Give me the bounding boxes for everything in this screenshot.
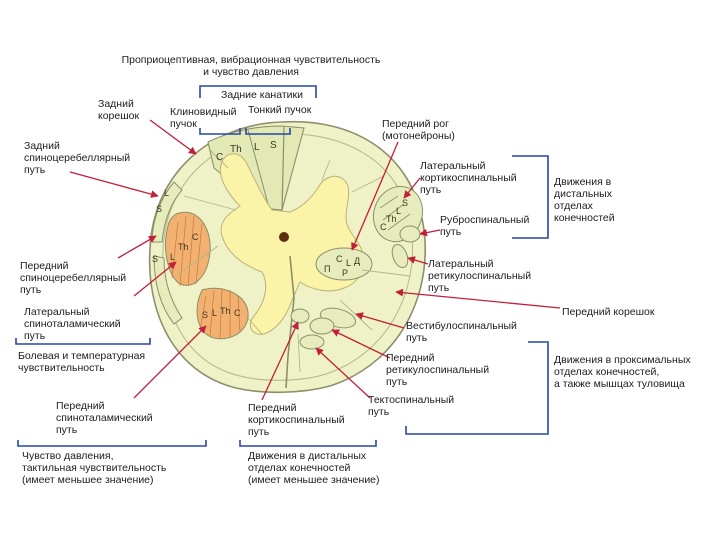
ant-st-letter-s: S — [202, 310, 208, 320]
ant-horn-letter-r: Р — [342, 268, 348, 278]
ant-horn-letter-l: L — [346, 258, 351, 268]
label-fasciculus-cuneatus: Клиновидный пучок — [170, 106, 237, 130]
label-tectospinal: Тектоспинальный путь — [368, 394, 455, 418]
lat-cs-letter-l: L — [396, 206, 401, 216]
lat-cs-letter-th: Th — [386, 214, 397, 224]
label-vestibulospinal: Вестибулоспинальный путь — [406, 320, 517, 344]
gracilis-letter-l: L — [254, 142, 260, 153]
label-movements-distal: Движения в дистальных отделах конечносте… — [554, 176, 615, 224]
bracket-pain-temp — [15, 338, 151, 345]
label-posterior-root: Задний корешок — [98, 98, 140, 122]
arrow-anterior-root — [395, 288, 561, 309]
arrow-anterior-horn — [351, 141, 399, 251]
anterior-spinothalamic-stripes — [199, 287, 241, 339]
arrow-posterior-root — [149, 119, 197, 155]
bracket-cuneatus — [199, 128, 241, 135]
dorsal-columns — [207, 125, 305, 211]
label-lateral-reticulospinal: Латеральный ретикулоспинальный путь — [428, 258, 532, 294]
bracket-proximal-movements — [405, 341, 549, 435]
arrow-ant-reticulospinal — [331, 329, 391, 359]
posterior-spinocerebellar-tract — [151, 181, 183, 243]
spth-letter-s: S — [152, 254, 158, 264]
label-movements-distal-minor: Движения в дистальных отделах конечносте… — [248, 450, 380, 486]
label-rubrospinal: Руброспинальный путь — [440, 214, 530, 238]
label-anterior-corticospinal: Передний кортикоспинальный путь — [248, 402, 345, 438]
arrow-post-spinocerebellar — [69, 171, 159, 198]
bracket-distal-movements — [512, 155, 549, 239]
spinal-cord-section — [148, 120, 426, 394]
ant-horn-letter-c: С — [336, 254, 343, 264]
arrow-ant-corticospinal — [261, 321, 299, 401]
gracilis-letter-s: S — [270, 140, 277, 151]
label-anterior-root: Передний корешок — [562, 306, 655, 318]
cuneatus-letter-c: C — [216, 152, 223, 163]
label-anterior-reticulospinal: Передний ретикулоспинальный путь — [386, 352, 490, 388]
pointer-arrows — [69, 119, 561, 401]
lateral-corticospinal-stripes — [379, 195, 411, 231]
label-top-title: Проприоцептивная, вибрационная чувствите… — [121, 54, 381, 78]
post-sc-letter-l: L — [164, 188, 169, 198]
ant-st-letter-c: C — [234, 308, 241, 318]
anterior-horn-nuclei — [315, 247, 373, 281]
lat-cs-letter-s: S — [402, 198, 408, 208]
arrow-rubrospinal — [419, 228, 441, 237]
arrow-lat-corticospinal — [403, 177, 421, 199]
label-movements-proximal: Движения в проксимальных отделах конечно… — [554, 354, 691, 390]
spth-letter-l: L — [170, 252, 175, 262]
arrow-lat-reticulospinal — [407, 256, 429, 265]
bracket-dorsal-columns — [199, 85, 317, 98]
dorsal-median-septum — [281, 126, 285, 213]
ant-horn-letter-d: Д — [354, 256, 360, 266]
label-fasciculus-gracilis: Тонкий пучок — [248, 104, 312, 116]
label-lateral-corticospinal: Латеральный кортикоспинальный путь — [420, 160, 517, 196]
arrow-vestibulospinal — [355, 312, 405, 329]
cuneatus-letter-th: Th — [230, 144, 242, 155]
ant-st-letter-th: Th — [220, 306, 231, 316]
arrow-ant-spinocerebellar — [117, 235, 157, 259]
ant-st-letter-l: L — [212, 308, 217, 318]
central-canal — [279, 232, 289, 242]
ant-horn-letter-p: П — [324, 264, 330, 274]
label-dorsal-columns: Задние канатики — [221, 89, 303, 101]
anterior-reticulospinal-tract — [309, 317, 335, 335]
post-sc-letter-s: S — [156, 204, 162, 214]
label-lateral-spinothalamic: Латеральный спиноталамический путь — [24, 306, 121, 342]
grey-matter — [220, 153, 364, 335]
lateral-reticulospinal-tract — [391, 243, 409, 269]
lateral-spinothalamic-stripes — [171, 215, 203, 287]
bracket-pressure-touch — [17, 440, 207, 447]
label-anterior-horn: Передний рог (мотонейроны) — [382, 118, 455, 142]
label-posterior-spinocerebellar: Задний спиноцеребеллярный путь — [24, 140, 131, 176]
label-pressure-touch: Чувство давления, тактильная чувствитель… — [22, 450, 167, 486]
label-anterior-spinocerebellar: Передний спиноцеребеллярный путь — [20, 260, 127, 296]
label-pain-temperature: Болевая и температурная чувствительность — [18, 350, 146, 374]
rubrospinal-tract — [399, 225, 421, 243]
bracket-ant-corticospinal — [239, 440, 377, 447]
anterior-spinocerebellar-tract — [153, 255, 183, 325]
anterior-median-fissure — [285, 255, 295, 389]
spth-letter-c: C — [192, 232, 199, 242]
arrow-tectospinal — [315, 347, 371, 399]
cuneatus-gracilis-border — [247, 129, 269, 205]
spth-letter-th: Th — [178, 242, 189, 252]
anterior-corticospinal-tract — [290, 308, 310, 324]
label-anterior-spinothalamic: Передний спиноталамический путь — [56, 400, 153, 436]
arrow-ant-spinothalamic — [133, 325, 207, 399]
tectospinal-tract — [299, 334, 325, 350]
arrow-lat-spinothalamic — [133, 261, 177, 297]
lat-cs-letter-c: C — [380, 222, 387, 232]
bracket-gracilis — [245, 128, 291, 135]
grouping-brackets — [15, 85, 549, 447]
